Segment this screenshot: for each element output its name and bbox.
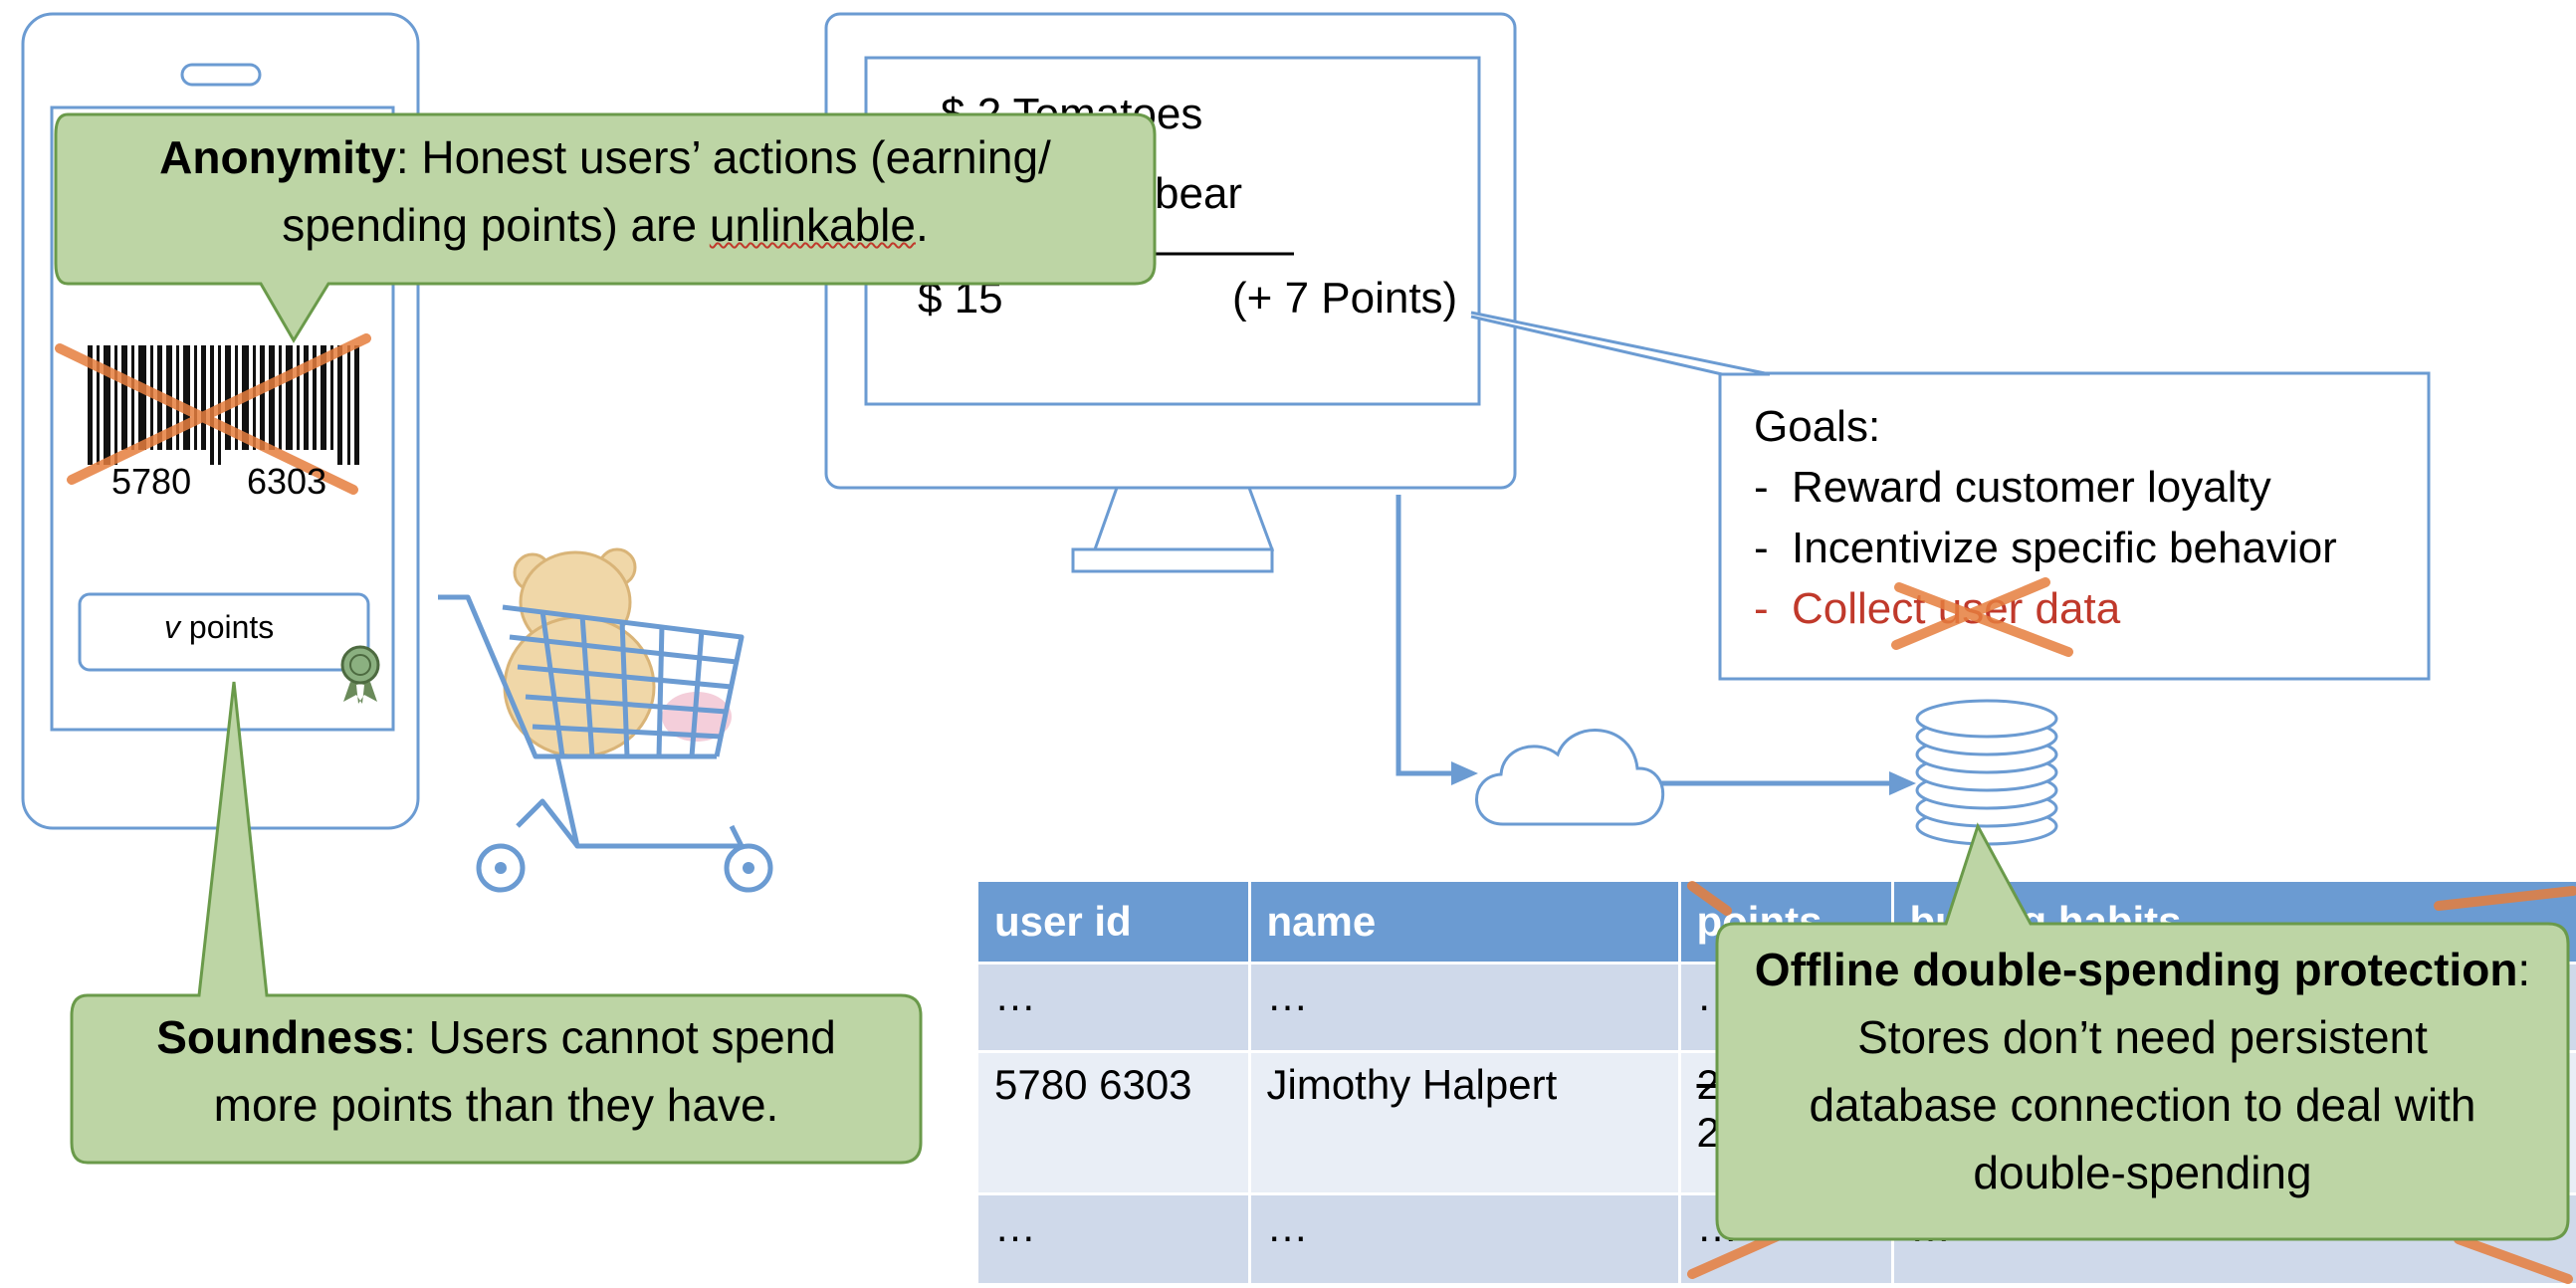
soundness-term: Soundness <box>156 1011 404 1063</box>
offline-line2: Stores don’t need persistent <box>1857 1011 2428 1063</box>
goal-dash: - <box>1754 463 1769 512</box>
points-old: 2 <box>1696 1061 1720 1108</box>
goal-dash: - <box>1754 584 1769 633</box>
table-cell: 5780 6303 <box>978 1050 1251 1194</box>
table-cell: Jimothy Halpert <box>1249 1050 1681 1194</box>
offline-line4: double-spending <box>1973 1147 2312 1198</box>
column-header-name: name <box>1249 882 1681 964</box>
database-icon <box>1915 699 2058 846</box>
soundness-line2: more points than they have. <box>213 1079 779 1131</box>
table-cell: … <box>978 1192 1251 1283</box>
column-header-user-id: user id <box>978 882 1251 964</box>
goal-dash: - <box>1754 524 1769 572</box>
points-balance-label: v points <box>164 609 274 646</box>
goal-item-loyalty: -Reward customer loyalty <box>1754 457 2337 518</box>
anonymity-callout-text: Anonymity: Honest users’ actions (earnin… <box>56 123 1155 259</box>
table-cell: … <box>1249 962 1681 1052</box>
table-cell: … <box>978 962 1251 1052</box>
goals-list: Goals: -Reward customer loyalty -Incenti… <box>1754 396 2337 639</box>
anonymity-callout-bubble <box>54 112 1157 343</box>
offline-callout-text: Offline double-spending protection: Stor… <box>1717 936 2568 1206</box>
points-variable: v <box>164 609 180 645</box>
goal-item-incentivize: -Incentivize specific behavior <box>1754 518 2337 578</box>
cross-out-marks <box>1687 577 2576 1284</box>
anonymity-keyword: unlinkable <box>709 199 916 251</box>
goal-text: Reward customer loyalty <box>1792 463 2271 512</box>
barcode-number-right: 6303 <box>247 461 327 502</box>
goals-callout-pointer <box>1470 311 1771 376</box>
anonymity-period: . <box>916 199 929 251</box>
soundness-line1: : Users cannot spend <box>403 1011 836 1063</box>
goal-text: Incentivize specific behavior <box>1792 524 2337 572</box>
offline-colon: : <box>2517 944 2531 995</box>
anonymity-line2: spending points) are <box>282 199 710 251</box>
receipt-points-earned: (+ 7 Points) <box>1232 274 1458 322</box>
barcode-number-left: 5780 <box>111 461 192 502</box>
receipt-line-bear: bear <box>1155 169 1243 218</box>
soundness-callout-text: Soundness: Users cannot spend more point… <box>72 1003 921 1139</box>
offline-term: Offline double-spending protection <box>1754 944 2518 995</box>
anonymity-line1: : Honest users’ actions (earning/ <box>395 131 1051 183</box>
barcode-cross-out <box>55 333 371 495</box>
award-badge-icon <box>340 645 380 704</box>
points-new: 2 <box>1696 1109 1720 1156</box>
anonymity-term: Anonymity <box>159 131 396 183</box>
cloud-icon <box>1475 729 1665 826</box>
goals-title: Goals: <box>1754 402 1881 451</box>
offline-callout-bubble <box>1715 822 2570 1241</box>
soundness-callout-bubble <box>70 681 923 1165</box>
points-word: points <box>180 609 275 645</box>
shopping-cart-with-teddy-bear-icon <box>438 547 773 893</box>
table-cell: … <box>1249 1192 1681 1283</box>
offline-line3: database connection to deal with <box>1809 1079 2476 1131</box>
data-flow-arrows <box>1395 495 1896 786</box>
goals-callout-box <box>1718 371 2431 681</box>
